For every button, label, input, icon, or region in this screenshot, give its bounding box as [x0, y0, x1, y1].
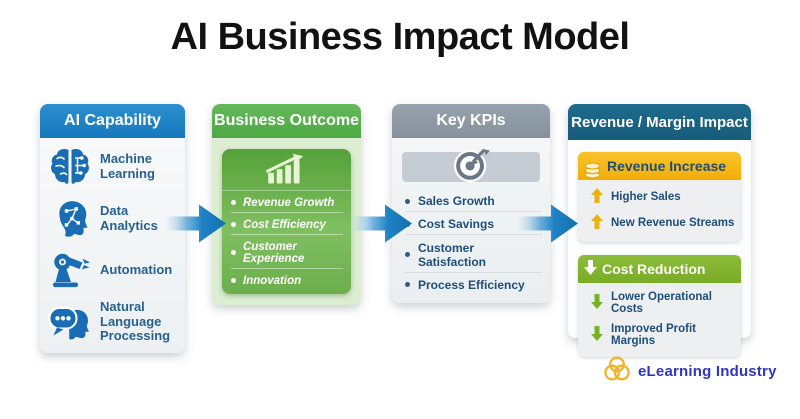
list-item-label: Revenue Growth: [243, 196, 335, 209]
column-business-outcome: Business Outcome: [212, 104, 361, 305]
list-item: Process Efficiency: [405, 275, 542, 295]
money-stack-icon: [584, 160, 602, 183]
flow-arrow-icon: [518, 201, 580, 246]
list-item-automation: Automation: [46, 248, 181, 292]
impact-header: Revenue / Margin Impact: [568, 104, 751, 140]
revenue-increase-title: Revenue Increase: [607, 158, 727, 174]
list-item-data-analytics: Data Analytics: [46, 197, 181, 241]
brain-circuit-icon: [46, 145, 94, 189]
bullet-dot: [405, 252, 410, 258]
brand-name: eLearning Industry: [638, 363, 777, 380]
list-item-machine-learning: Machine Learning: [46, 145, 181, 189]
revenue-increase-band: Revenue Increase: [578, 152, 741, 180]
cost-reduction-panel: Cost Reduction Lower Operational Costs I…: [578, 255, 741, 357]
bullet-dot: [231, 200, 236, 205]
kpi-list: Sales Growth Cost Savings Customer Satis…: [405, 190, 542, 296]
down-arrow-icon: [591, 326, 603, 344]
bullet-dot: [231, 278, 236, 283]
list-item-label: Higher Sales: [611, 191, 681, 203]
head-circuit-icon: [46, 197, 94, 241]
impact-card: Revenue Increase Higher Sales New Revenu…: [568, 140, 751, 357]
target-dart-icon: [450, 144, 492, 189]
list-item: Customer Experience: [231, 238, 343, 269]
list-item-label: Natural Language Processing: [100, 299, 171, 344]
bullet-dot: [405, 282, 410, 288]
bullet-dot: [405, 198, 410, 204]
list-item: New Revenue Streams: [591, 214, 737, 232]
ai-capability-header: AI Capability: [40, 104, 185, 138]
list-item-label: Lower Operational Costs: [611, 291, 712, 315]
list-item: Sales Growth: [405, 191, 542, 213]
list-item-label: Machine Learning: [100, 151, 155, 181]
ai-capability-list: Machine Learning: [40, 138, 185, 353]
list-item: Lower Operational Costs: [591, 291, 737, 315]
list-item: Revenue Growth: [231, 194, 343, 213]
brand-logo: eLearning Industry: [602, 355, 777, 388]
list-item-label: New Revenue Streams: [611, 217, 735, 229]
column-ai-capability: AI Capability Mach: [40, 104, 185, 353]
outcome-panel: Revenue Growth Cost Efficiency Customer …: [222, 149, 351, 294]
down-arrow-icon: [584, 260, 597, 278]
list-item-label: Cost Savings: [418, 217, 495, 232]
list-item-label: Customer Experience: [243, 240, 305, 265]
page-title: AI Business Impact Model: [170, 16, 630, 58]
flow-arrow-icon: [166, 201, 228, 246]
key-kpis-header: Key KPIs: [392, 104, 550, 138]
list-item-label: Customer Satisfaction: [418, 240, 487, 269]
flow-arrow-icon: [352, 201, 414, 246]
cost-reduction-items: Lower Operational Costs Improved Profit …: [578, 283, 741, 357]
bullet-dot: [231, 250, 236, 255]
column-key-kpis: Key KPIs Sales Growth Cost Savings Custo…: [392, 104, 550, 303]
key-kpis-card: Sales Growth Cost Savings Customer Satis…: [392, 138, 550, 303]
robot-arm-icon: [46, 248, 94, 292]
bullet-dot: [231, 222, 236, 227]
list-item: Innovation: [231, 272, 343, 290]
list-item: Higher Sales: [591, 188, 737, 206]
revenue-increase-panel: Revenue Increase Higher Sales New Revenu…: [578, 152, 741, 242]
cost-reduction-title: Cost Reduction: [602, 261, 706, 277]
list-item-label: Automation: [100, 262, 173, 278]
list-item: Improved Profit Margins: [591, 323, 737, 347]
business-outcome-card: Revenue Growth Cost Efficiency Customer …: [212, 138, 361, 305]
list-item-label: Data Analytics: [100, 203, 158, 233]
up-arrow-icon: [591, 188, 603, 206]
list-item-label: Sales Growth: [418, 194, 495, 209]
list-item: Customer Satisfaction: [405, 238, 542, 273]
column-revenue-margin-impact: Revenue / Margin Impact Revenue Increas: [568, 104, 751, 357]
outcome-list: Revenue Growth Cost Efficiency Customer …: [222, 191, 351, 294]
list-item-label: Improved Profit Margins: [611, 323, 696, 347]
business-outcome-header: Business Outcome: [212, 104, 361, 138]
up-arrow-icon: [591, 214, 603, 232]
list-item-label: Cost Efficiency: [243, 218, 326, 231]
down-arrow-icon: [591, 294, 603, 312]
list-item-label: Innovation: [243, 274, 302, 287]
speech-head-icon: [46, 300, 94, 344]
list-item: Cost Efficiency: [231, 216, 343, 235]
list-item-label: Process Efficiency: [418, 277, 525, 292]
list-item-nlp: Natural Language Processing: [46, 299, 181, 344]
cost-reduction-band: Cost Reduction: [578, 255, 741, 283]
growth-chart-icon: [222, 149, 351, 191]
revenue-increase-items: Higher Sales New Revenue Streams: [578, 180, 741, 242]
trefoil-circles-icon: [602, 355, 632, 388]
